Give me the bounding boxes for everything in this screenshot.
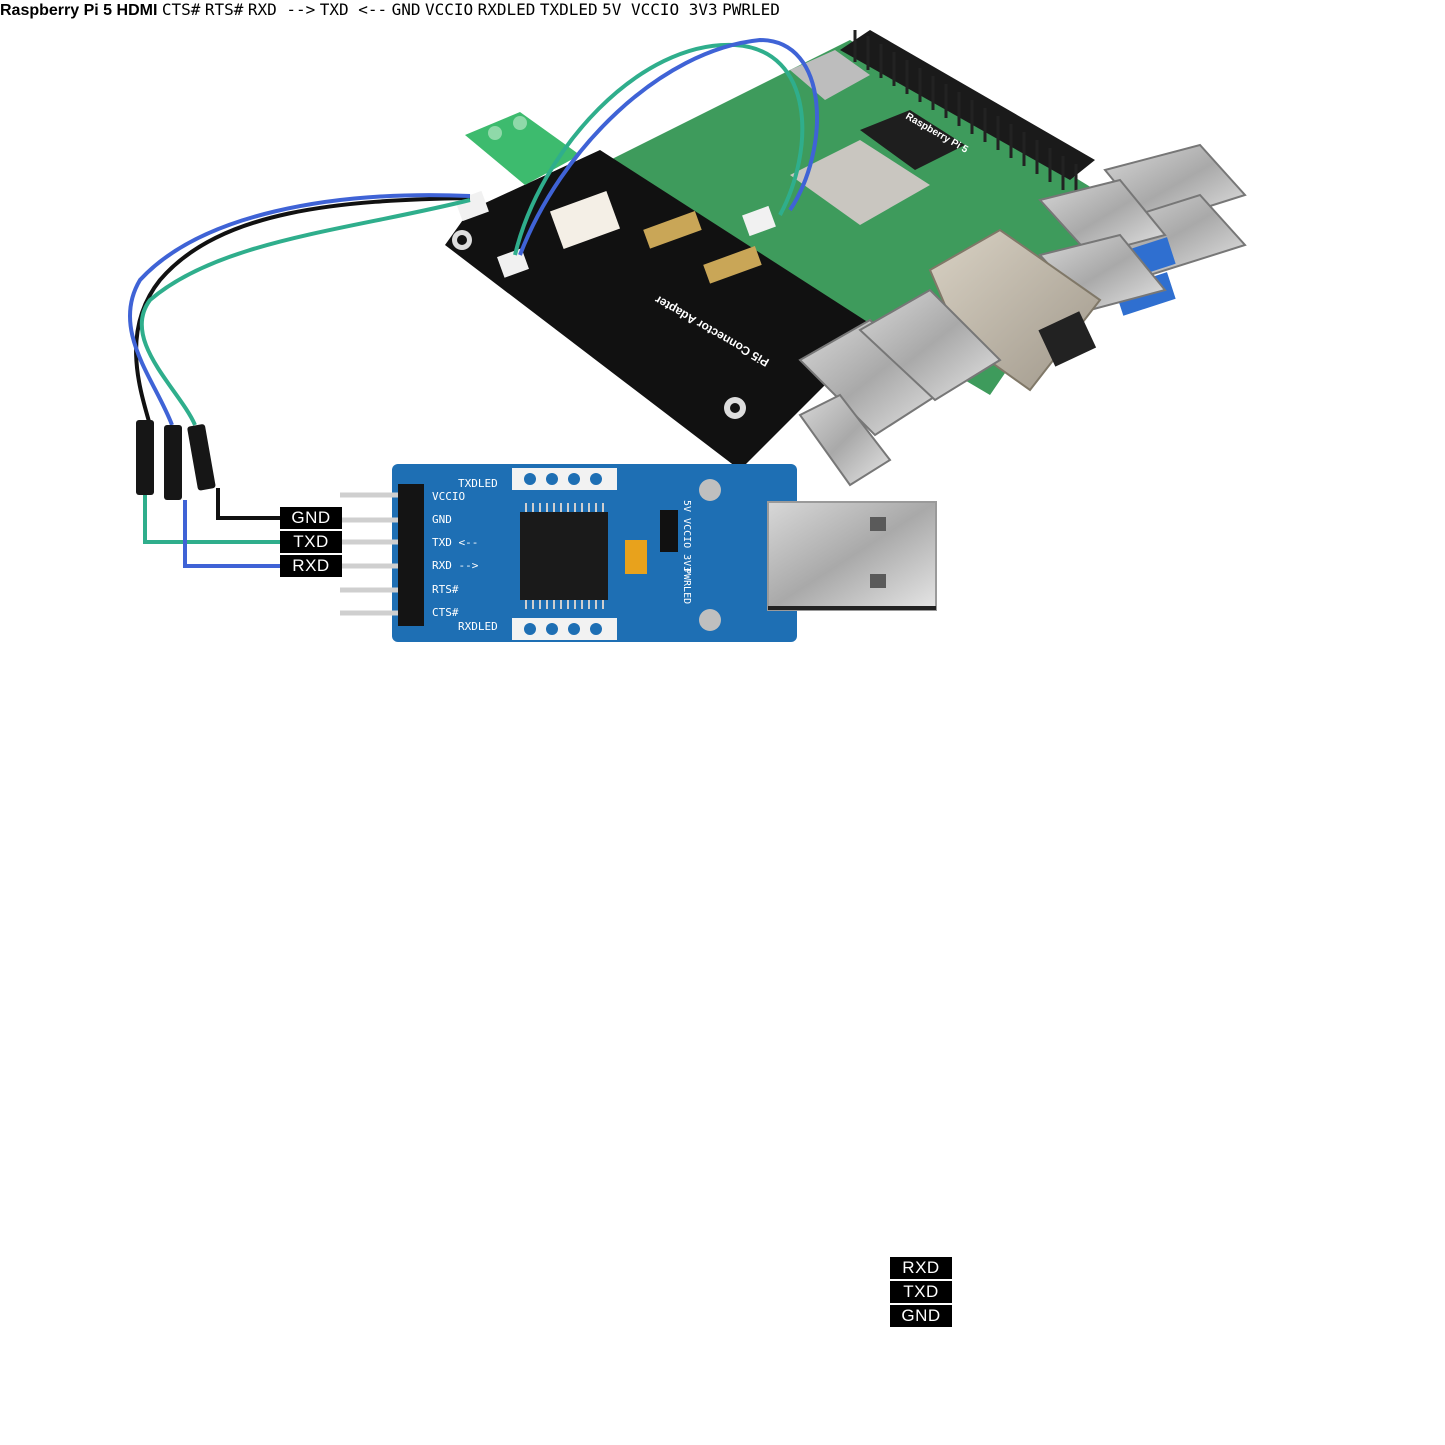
bottom-txd-label: TXD xyxy=(890,1281,952,1303)
bottom-ftdi-rxled-label: RXDLED xyxy=(477,0,536,19)
bottom-pi-silk: Raspberry Pi 5 xyxy=(0,2,113,19)
top-wifi-shield xyxy=(790,50,870,100)
bottom-raspberry-pi-board: Raspberry Pi 5 HDMI xyxy=(0,2,162,19)
top-micro-hdmi-2 xyxy=(703,246,762,284)
top-gpio-header xyxy=(840,30,1095,198)
top-ftdi-pin-txd: TXD <-- xyxy=(432,536,478,549)
bottom-wifi-shield: Raspberry Pi 5 HDMI xyxy=(0,2,162,19)
top-micro-hdmi-1 xyxy=(643,211,702,249)
top-usb-ports xyxy=(1038,143,1247,316)
top-front-ports xyxy=(798,288,1002,487)
bottom-soc-chip: Raspberry Pi 5 HDMI xyxy=(0,2,162,19)
bottom-hdmi-silk: HDMI xyxy=(116,2,158,19)
top-ftdi-txled-label: TXDLED xyxy=(458,477,498,490)
top-ftdi-pin-cts: CTS# xyxy=(432,606,459,619)
top-ram-chip xyxy=(860,110,965,170)
top-ftdi-ic xyxy=(520,503,608,609)
bottom-ftdi-pin-rts: RTS# xyxy=(204,0,244,19)
bottom-ftdi-jumper-label: 5V VCCIO 3V3 xyxy=(602,0,718,19)
top-raspberry-pi-board: Raspberry Pi 5 xyxy=(600,30,1247,395)
bottom-ftdi-jumper: 5V VCCIO 3V3 PWRLED xyxy=(602,0,780,19)
bottom-ram-chip: Raspberry Pi 5 HDMI xyxy=(0,2,162,19)
bottom-ftdi-pwrled-label: PWRLED xyxy=(722,0,780,19)
bottom-ftdi-pin-cts: CTS# xyxy=(161,0,201,19)
top-dupont-connectors xyxy=(136,420,216,500)
bottom-rxd-label: RXD xyxy=(890,1257,952,1279)
bottom-ftdi-pin-gnd: GND xyxy=(391,0,421,19)
bottom-ftdi-txled-label: TXDLED xyxy=(539,0,598,19)
bottom-ftdi-pin-rxd: RXD --> xyxy=(247,0,316,19)
top-ftdi-rxled-label: RXDLED xyxy=(458,620,498,633)
top-scene: Raspberry Pi 5 Pi5 Connector Adapter xyxy=(128,30,1247,642)
top-ftdi-jumper-label: 5V VCCIO 3V3 xyxy=(681,500,692,572)
top-usb-a-plug xyxy=(767,501,937,611)
top-label-wires xyxy=(143,488,285,568)
top-jst-connector xyxy=(497,248,529,278)
bottom-rp1-chip: Raspberry Pi 5 HDMI xyxy=(0,2,162,19)
top-ftdi-pin-rxd: RXD --> xyxy=(432,559,479,572)
bottom-scene: Raspberry Pi 5 HDMI xyxy=(0,0,780,19)
bottom-ftdi-pin-vccio: VCCIO xyxy=(424,0,474,19)
top-ftdi-pin-gnd: GND xyxy=(432,513,452,526)
bottom-gnd-label: GND xyxy=(890,1305,952,1327)
top-rxd-label: RXD xyxy=(280,555,342,577)
top-ftdi-jumper xyxy=(660,510,678,552)
top-ftdi-pin-vccio: VCCIO xyxy=(432,490,465,503)
top-ftdi-pwrled-label: PWRLED xyxy=(681,568,692,604)
top-jumper-wires xyxy=(128,37,820,426)
top-txd-label: TXD xyxy=(280,531,342,553)
top-soc-chip xyxy=(790,140,930,225)
top-ftdi-board: VCCIO GND TXD <-- RXD --> RTS# CTS# TXDL… xyxy=(340,464,937,642)
top-ftdi-pin-rts: RTS# xyxy=(432,583,459,596)
top-gnd-label: GND xyxy=(280,507,342,529)
bottom-ftdi-board: CTS# RTS# RXD --> TXD <-- GND VCCIO RXDL… xyxy=(161,0,780,19)
bottom-ftdi-pin-txd: TXD <-- xyxy=(319,0,388,19)
